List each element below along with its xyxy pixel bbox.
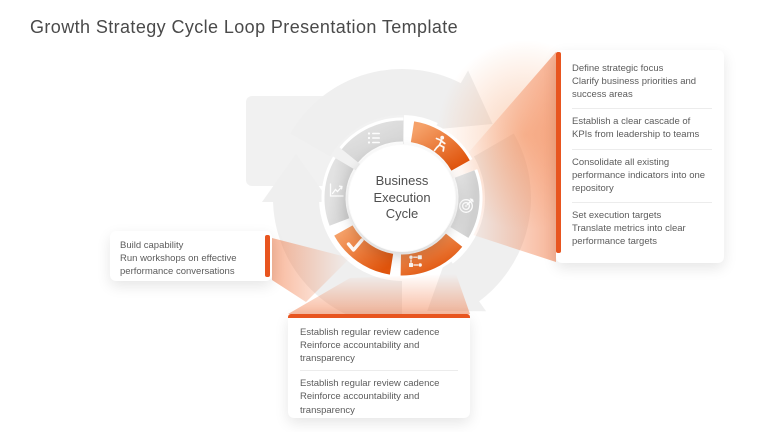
card-text-line: Set execution targets — [572, 209, 662, 221]
bottom-card-accent-bar — [288, 314, 470, 318]
line-chart-icon — [329, 183, 344, 197]
segment-chart[interactable] — [324, 158, 354, 226]
bottom-card-item: Establish regular review cadence Reinfor… — [300, 323, 458, 370]
card-text-line: Establish a clear cascade of KPIs from l… — [572, 116, 700, 141]
target-icon — [459, 198, 474, 213]
bottom-card-item: Establish regular review cadence Reinfor… — [300, 370, 458, 421]
right-card-item: Define strategic focus Clarify business … — [572, 56, 712, 108]
checkmark-icon — [346, 238, 364, 252]
segment-check[interactable] — [334, 225, 394, 275]
right-card-item: Establish a clear cascade of KPIs from l… — [572, 108, 712, 148]
left-card[interactable]: Build capability Run workshops on effect… — [110, 231, 272, 281]
task-list-icon — [367, 132, 380, 144]
workflow-icon — [409, 255, 422, 267]
slide-title: Growth Strategy Cycle Loop Presentation … — [30, 17, 459, 37]
card-text-line: Reinforce accountability and transparenc… — [300, 340, 420, 365]
right-card[interactable]: Define strategic focus Clarify business … — [556, 50, 724, 263]
right-card-accent-bar — [556, 52, 561, 253]
right-card-item: Consolidate all existing performance ind… — [572, 148, 712, 202]
card-text-line: Define strategic focus — [572, 63, 664, 74]
card-text-line: Translate metrics into clear performance… — [572, 222, 686, 248]
left-card-accent-bar — [265, 235, 270, 277]
card-text-line: Build capability — [120, 240, 184, 251]
center-label: Business Execution Cycle — [373, 172, 431, 222]
card-text-line: Reinforce accountability and transparenc… — [300, 391, 420, 416]
segment-workflow[interactable] — [400, 233, 463, 276]
card-text-line: Clarify business priorities and success … — [572, 76, 697, 101]
center-circle[interactable]: Business Execution Cycle — [348, 144, 456, 252]
segment-icons — [329, 132, 474, 267]
right-card-item: Set execution targets Translate metrics … — [572, 201, 712, 255]
card-text-line: Establish regular review cadence — [300, 327, 440, 338]
card-text-line: Establish regular review cadence — [300, 378, 440, 390]
card-text-line: Run workshops on effective performance c… — [120, 253, 237, 278]
card-text-line: Consolidate all existing performance ind… — [572, 156, 706, 194]
running-person-icon — [433, 135, 446, 152]
bottom-card[interactable]: Establish regular review cadence Reinfor… — [288, 314, 470, 418]
